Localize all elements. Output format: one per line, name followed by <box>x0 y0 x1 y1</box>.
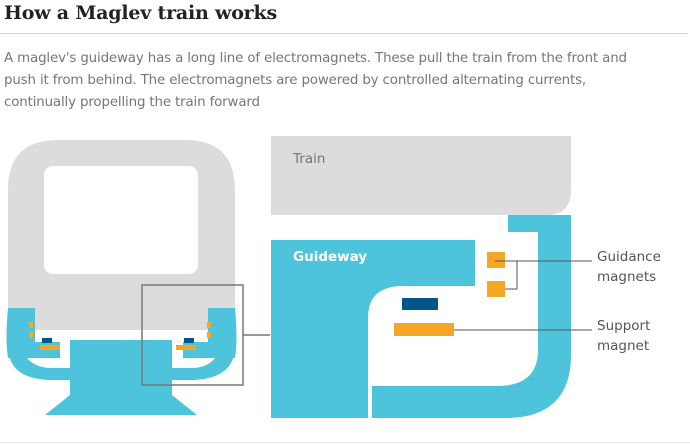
intro-line: continually propelling the train forward <box>4 95 260 110</box>
intro-line: A maglev's guideway has a long line of e… <box>4 51 627 66</box>
guideway-block <box>402 298 438 310</box>
support-magnet-label-line: magnet <box>597 338 650 354</box>
detail-guideway <box>271 240 475 418</box>
detail-wrap-fill <box>372 386 392 418</box>
guideway-label: Guideway <box>293 249 368 265</box>
support-magnet <box>394 323 454 336</box>
intro-text: A maglev's guideway has a long line of e… <box>4 48 688 114</box>
support-magnet-label-line: Support <box>597 318 651 334</box>
train-window <box>44 166 198 274</box>
guidance-magnets-label-line: Guidance <box>597 249 661 265</box>
guideway-beam-left <box>8 308 235 415</box>
title-divider <box>0 33 688 34</box>
small-guidance-magnet-right-b <box>207 332 211 338</box>
small-support-magnet-left <box>40 345 60 350</box>
detail-train <box>271 136 571 215</box>
bottom-divider <box>0 442 690 443</box>
detail-train-wrap <box>392 215 571 418</box>
small-block-left <box>42 338 52 343</box>
guidance-magnet-bottom <box>487 281 505 297</box>
intro-line: push it from behind. The electromagnets … <box>4 73 587 88</box>
small-guidance-magnet-left-a <box>29 322 33 328</box>
train-cross-section <box>6 140 270 415</box>
zoomed-detail <box>271 136 592 418</box>
small-block-right <box>184 338 194 343</box>
guidance-magnets-label: Guidance magnets <box>597 247 661 287</box>
support-magnet-label: Support magnet <box>597 316 650 356</box>
train-label: Train <box>293 151 326 167</box>
page-title: How a Maglev train works <box>4 2 277 24</box>
guidance-magnets-label-line: magnets <box>597 269 657 285</box>
small-guidance-magnet-right-a <box>207 322 211 328</box>
guidance-magnet-top <box>487 252 505 268</box>
small-guidance-magnet-left-b <box>29 332 33 338</box>
small-support-magnet-right <box>176 345 196 350</box>
